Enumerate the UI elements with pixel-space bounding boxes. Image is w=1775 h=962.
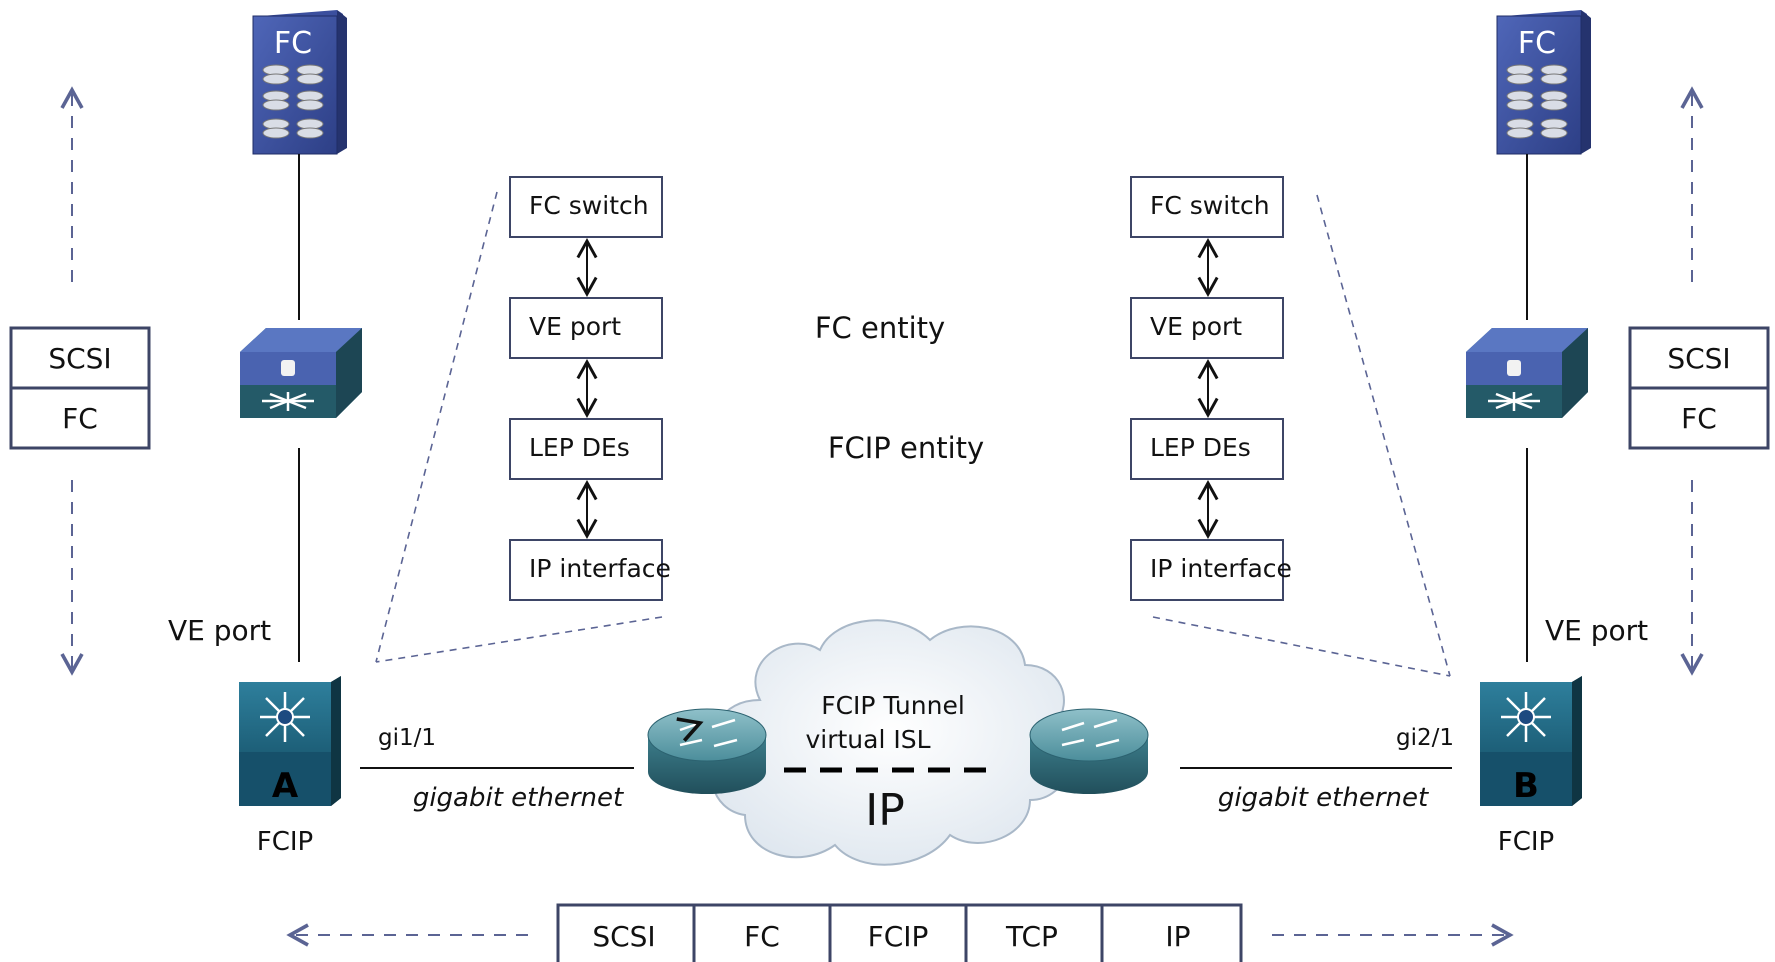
- left-interface-label: gi1/1: [378, 725, 436, 751]
- right-gigabit-label: gigabit ethernet: [1218, 783, 1429, 813]
- right-detail-fc-switch: FC switch: [1150, 191, 1270, 220]
- right-mds-switch-b-icon: B: [1480, 676, 1582, 806]
- bottom-stack-fc: FC: [744, 920, 780, 953]
- left-protocol-stack: SCSI FC: [9, 326, 151, 450]
- right-zoom-line-bottom: [1152, 616, 1451, 677]
- right-stack-fc: FC: [1681, 402, 1717, 435]
- right-router-icon: [1029, 708, 1149, 794]
- right-detail-ip-interface: IP interface: [1150, 554, 1292, 583]
- bottom-stack-fcip: FCIP: [868, 920, 929, 953]
- right-fcip-caption: FCIP: [1498, 827, 1554, 857]
- cloud-tunnel-line2: virtual ISL: [805, 725, 930, 754]
- right-stack-scsi: SCSI: [1667, 342, 1730, 375]
- left-gigabit-label: gigabit ethernet: [413, 783, 624, 813]
- left-detail-ip-interface: IP interface: [529, 554, 671, 583]
- left-storage-label: FC: [274, 26, 312, 61]
- fcip-entity-label: FCIP entity: [828, 431, 984, 465]
- left-stack-scsi: SCSI: [48, 342, 111, 375]
- left-fabric-switch-icon: [240, 328, 362, 418]
- left-zoom-line-bottom: [375, 616, 663, 663]
- left-router-icon: [647, 708, 767, 794]
- bottom-stack-scsi: SCSI: [592, 920, 655, 953]
- cloud-tunnel-line1: FCIP Tunnel: [821, 691, 965, 720]
- bottom-stack-tcp: TCP: [1005, 920, 1058, 953]
- right-switch-letter: B: [1513, 766, 1539, 806]
- left-fcip-caption: FCIP: [257, 827, 313, 857]
- right-ve-port-label: VE port: [1545, 614, 1648, 647]
- left-mds-switch-a-icon: A: [239, 676, 341, 806]
- right-detail-lep-des: LEP DEs: [1150, 433, 1251, 462]
- left-ve-port-label: VE port: [168, 614, 271, 647]
- left-detail-lep-des: LEP DEs: [529, 433, 630, 462]
- right-detail-ve-port: VE port: [1150, 312, 1242, 341]
- bottom-stack-ip: IP: [1165, 920, 1190, 953]
- right-fabric-switch-icon: [1466, 328, 1588, 418]
- left-stack-fc: FC: [62, 402, 98, 435]
- left-detail-stack: FC switch VE port LEP DEs IP interface: [509, 176, 671, 601]
- left-zoom-line-top: [375, 191, 498, 663]
- left-storage-array-icon: FC: [252, 10, 347, 155]
- bottom-protocol-stack: SCSI FC FCIP TCP IP: [556, 903, 1243, 962]
- right-detail-stack: FC switch VE port LEP DEs IP interface: [1130, 176, 1292, 601]
- cloud-ip-label: IP: [865, 785, 905, 836]
- right-storage-array-icon: FC: [1496, 10, 1591, 155]
- right-interface-label: gi2/1: [1396, 725, 1454, 751]
- ip-cloud-icon: FCIP Tunnel virtual ISL IP: [711, 619, 1072, 866]
- right-protocol-stack: SCSI FC: [1628, 326, 1770, 450]
- left-switch-letter: A: [272, 766, 299, 806]
- fc-entity-label: FC entity: [815, 311, 945, 345]
- right-storage-label: FC: [1518, 26, 1556, 61]
- right-zoom-line-top: [1316, 194, 1451, 677]
- left-detail-ve-port: VE port: [529, 312, 621, 341]
- left-detail-fc-switch: FC switch: [529, 191, 649, 220]
